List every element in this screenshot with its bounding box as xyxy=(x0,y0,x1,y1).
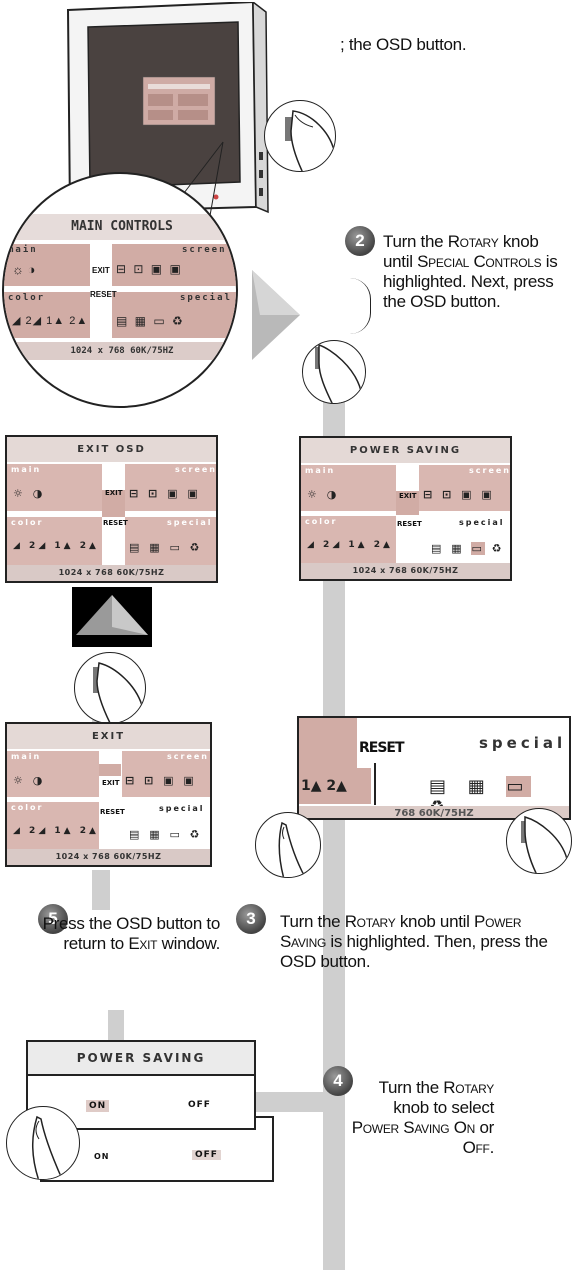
step5-text: Press the OSD button to return to Exit w… xyxy=(42,914,221,953)
off-option: OFF xyxy=(188,1100,211,1110)
color-label: color xyxy=(11,803,44,812)
zoom-main-label: main xyxy=(8,245,38,255)
osd-exit-panel: EXIT main screen color special ☼ ◑ ⊟ ⊡ ▣… xyxy=(5,722,212,867)
osd-special-zoom: RESET special 1▲ 2▲ ▤ ▦ ▭ ♻ 768 60K/75HZ xyxy=(297,716,571,820)
panel-title: EXIT OSD xyxy=(7,437,216,462)
connector-step2-down xyxy=(323,400,345,445)
step4-text: Turn the Rotary knob to select Power Sav… xyxy=(351,1078,495,1157)
special-label: special xyxy=(167,518,213,527)
step2-text: Turn the Rotary knob until Special Contr… xyxy=(383,232,558,311)
zoom-special-icons: ▤ ▦ ▭ ♻ xyxy=(429,776,532,818)
zoom-special-icons: ▤ ▦ ▭ ♻ xyxy=(116,314,185,328)
step2-badge: 2 xyxy=(345,226,375,256)
finger-press-illustration xyxy=(264,100,336,172)
zoom-title: MAIN CONTROLS xyxy=(4,214,236,240)
zoom-exit: EXIT xyxy=(92,266,110,275)
zoom-main-controls: MAIN CONTROLS main screen color special … xyxy=(2,172,238,408)
special-label: special xyxy=(159,804,205,813)
step3-badge: 3 xyxy=(236,904,266,934)
connector-step5-down xyxy=(108,1010,124,1040)
osd-power-saving-panel: POWER SAVING main screen color special ☼… xyxy=(299,436,512,581)
on-option: ON xyxy=(86,1100,110,1112)
rotary-knob-step5 xyxy=(74,652,146,724)
main-label: main xyxy=(11,752,42,761)
panel-footer: 1024 x 768 60K/75HZ xyxy=(7,565,216,581)
color-label: color xyxy=(11,518,44,527)
step2-bracket xyxy=(350,278,371,334)
rotary-knob-left xyxy=(255,812,321,878)
special-label: special xyxy=(459,518,505,527)
exit-item: EXIT xyxy=(105,489,123,497)
on-option-2: ON xyxy=(94,1152,110,1161)
reset-item: RESET xyxy=(397,520,422,528)
panel-footer: 1024 x 768 60K/75HZ xyxy=(7,849,210,865)
exit-item: EXIT xyxy=(399,492,417,500)
zoom-reset: RESET xyxy=(90,290,117,299)
step4-badge: 4 xyxy=(323,1066,353,1096)
power-panel-title: POWER SAVING xyxy=(28,1042,254,1074)
zoom-footer: 768 60K/75HZ xyxy=(299,806,569,818)
off-option-2: OFF xyxy=(192,1150,221,1160)
zoom-color-icons: 1▲ 2▲ xyxy=(301,778,347,794)
zoom-special-label: special xyxy=(479,734,567,752)
osd-exit-osd-panel: EXIT OSD main screen color special ☼ ◑ ⊟… xyxy=(5,435,218,583)
screen-label: screen xyxy=(167,752,209,761)
monitor-illustration xyxy=(48,0,278,242)
panel-title: EXIT xyxy=(7,724,210,749)
reset-item: RESET xyxy=(100,808,125,816)
zoom-color-label: color xyxy=(8,293,46,303)
exit-item: EXIT xyxy=(102,779,120,787)
step1-text: ; the OSD button. xyxy=(340,35,467,54)
zoom-screen-icons: ⊟ ⊡ ▣ ▣ xyxy=(116,262,183,276)
connector-step4-horizontal xyxy=(255,1092,335,1112)
reset-item: RESET xyxy=(103,519,128,527)
main-label: main xyxy=(305,466,336,475)
rotary-knob-step2 xyxy=(302,340,366,404)
rotary-knob-right xyxy=(506,808,572,874)
screen-label: screen xyxy=(469,466,511,475)
zoom-footer: 1024 x 768 60K/75HZ xyxy=(4,342,236,360)
step5-badge: 5 xyxy=(38,904,68,934)
main-label: main xyxy=(11,465,42,474)
zoom-special-label: special xyxy=(180,293,232,303)
connector-left-lower xyxy=(92,870,110,910)
flow-arrow-up xyxy=(72,587,152,647)
zoom-color-icons: ◢ 2◢ 1▲ 2▲ xyxy=(12,315,89,327)
panel-title: POWER SAVING xyxy=(301,438,510,463)
zoom-screen-label: screen xyxy=(182,245,227,255)
flow-arrow-right xyxy=(252,270,302,360)
zoom-main-icons: ☼ ◑ xyxy=(12,262,36,277)
panel-footer: 1024 x 768 60K/75HZ xyxy=(301,563,510,579)
step3-text: Turn the Rotary knob until Power Saving … xyxy=(280,912,548,971)
zoom-reset-item: RESET xyxy=(359,740,405,756)
rotary-knob-step4 xyxy=(6,1106,80,1180)
screen-label: screen xyxy=(175,465,217,474)
color-label: color xyxy=(305,517,338,526)
